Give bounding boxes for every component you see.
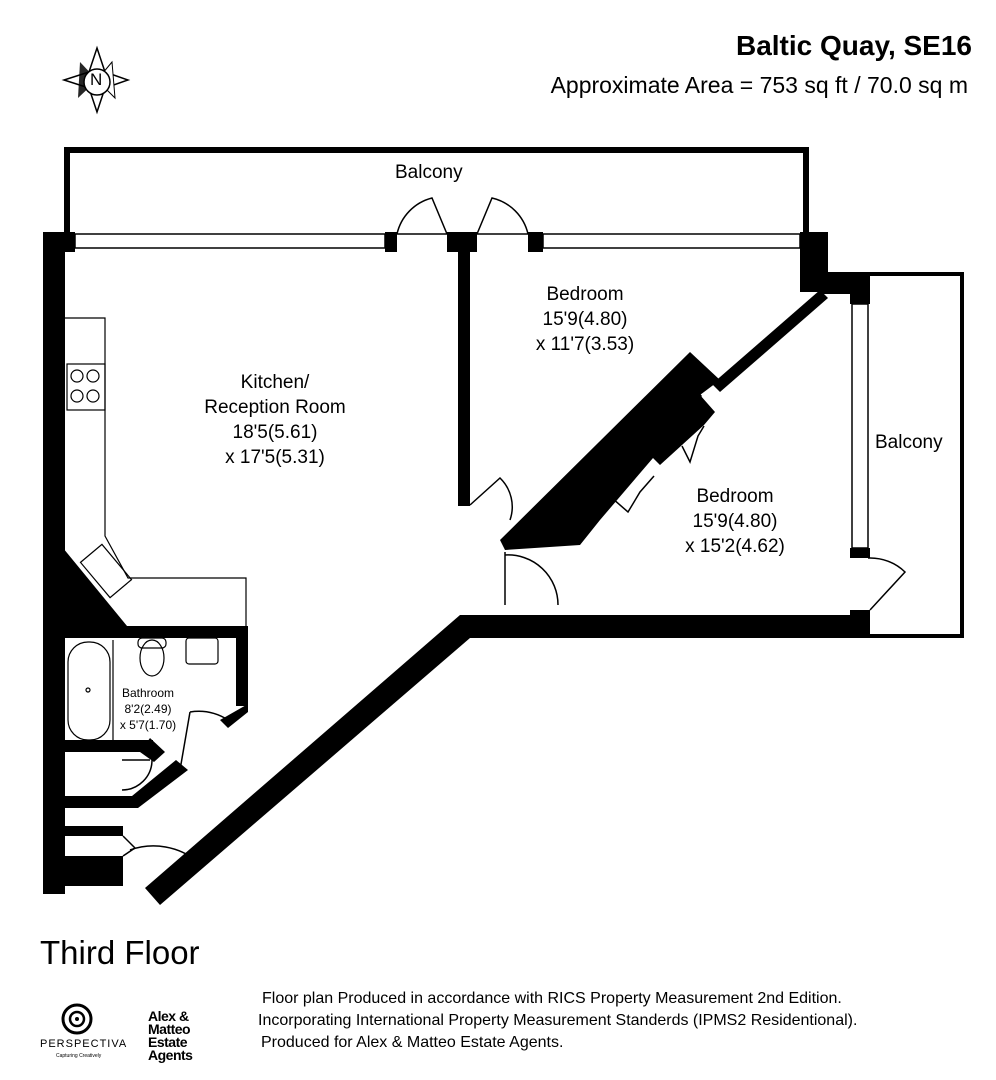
alex-matteo-logo: Alex & Matteo Estate Agents [148, 1008, 193, 1063]
room-name: Bathroom [121, 686, 175, 700]
top-balcony-outline [64, 147, 809, 234]
room-balcony-right: Balcony [875, 430, 943, 455]
floor-plan-notes: Floor plan Produced in accordance with R… [258, 988, 857, 1054]
room-name: Balcony [875, 432, 943, 453]
floor-label: Third Floor [40, 934, 200, 971]
kitchen-counter [65, 317, 247, 626]
perspectiva-logo [61, 1003, 93, 1035]
perspectiva-tagline: Capturing Creatively [56, 1053, 102, 1059]
page-title: Baltic Quay, SE16 [735, 30, 972, 61]
windows [74, 233, 869, 873]
room-dim-1: 18'5(5.61) [232, 422, 318, 443]
room-dim-2: x 5'7(1.70) [119, 718, 177, 732]
room-name: Bedroom [696, 486, 774, 507]
room-bedroom-2: Bedroom 15'9(4.80) x 15'2(4.62) [660, 484, 810, 559]
room-dim-2: x 15'2(4.62) [685, 536, 785, 557]
room-bedroom-1: Bedroom 15'9(4.80) x 11'7(3.53) [510, 282, 660, 357]
room-dim-1: 15'9(4.80) [692, 511, 778, 532]
room-bathroom: Bathroom 8'2(2.49) x 5'7(1.70) [112, 685, 184, 733]
room-name-2: Reception Room [204, 397, 346, 418]
walls [43, 232, 870, 905]
doors [121, 197, 907, 863]
right-balcony-outline [870, 272, 964, 638]
note-line: Incorporating International Property Mea… [258, 1012, 858, 1029]
compass-icon [61, 45, 131, 115]
room-dim-2: x 17'5(5.31) [225, 447, 325, 468]
room-name: Bedroom [546, 284, 624, 305]
note-line: Produced for Alex & Matteo Estate Agents… [261, 1034, 564, 1051]
room-name: Balcony [395, 162, 463, 183]
room-kitchen-reception: Kitchen/ Reception Room 18'5(5.61) x 17'… [190, 370, 360, 470]
room-balcony-top: Balcony [395, 160, 463, 185]
room-name: Kitchen/ [240, 372, 310, 393]
perspectiva-logo-text: PERSPECTIVA [40, 1038, 128, 1050]
room-dim-2: x 11'7(3.53) [535, 334, 635, 355]
compass-north-label: N [90, 70, 103, 89]
room-dim-1: 15'9(4.80) [542, 309, 628, 330]
bathroom-fixtures [67, 637, 219, 741]
note-line: Floor plan Produced in accordance with R… [262, 990, 842, 1007]
approximate-area: Approximate Area = 753 sq ft / 70.0 sq m [550, 72, 968, 98]
room-dim-1: 8'2(2.49) [124, 702, 172, 716]
